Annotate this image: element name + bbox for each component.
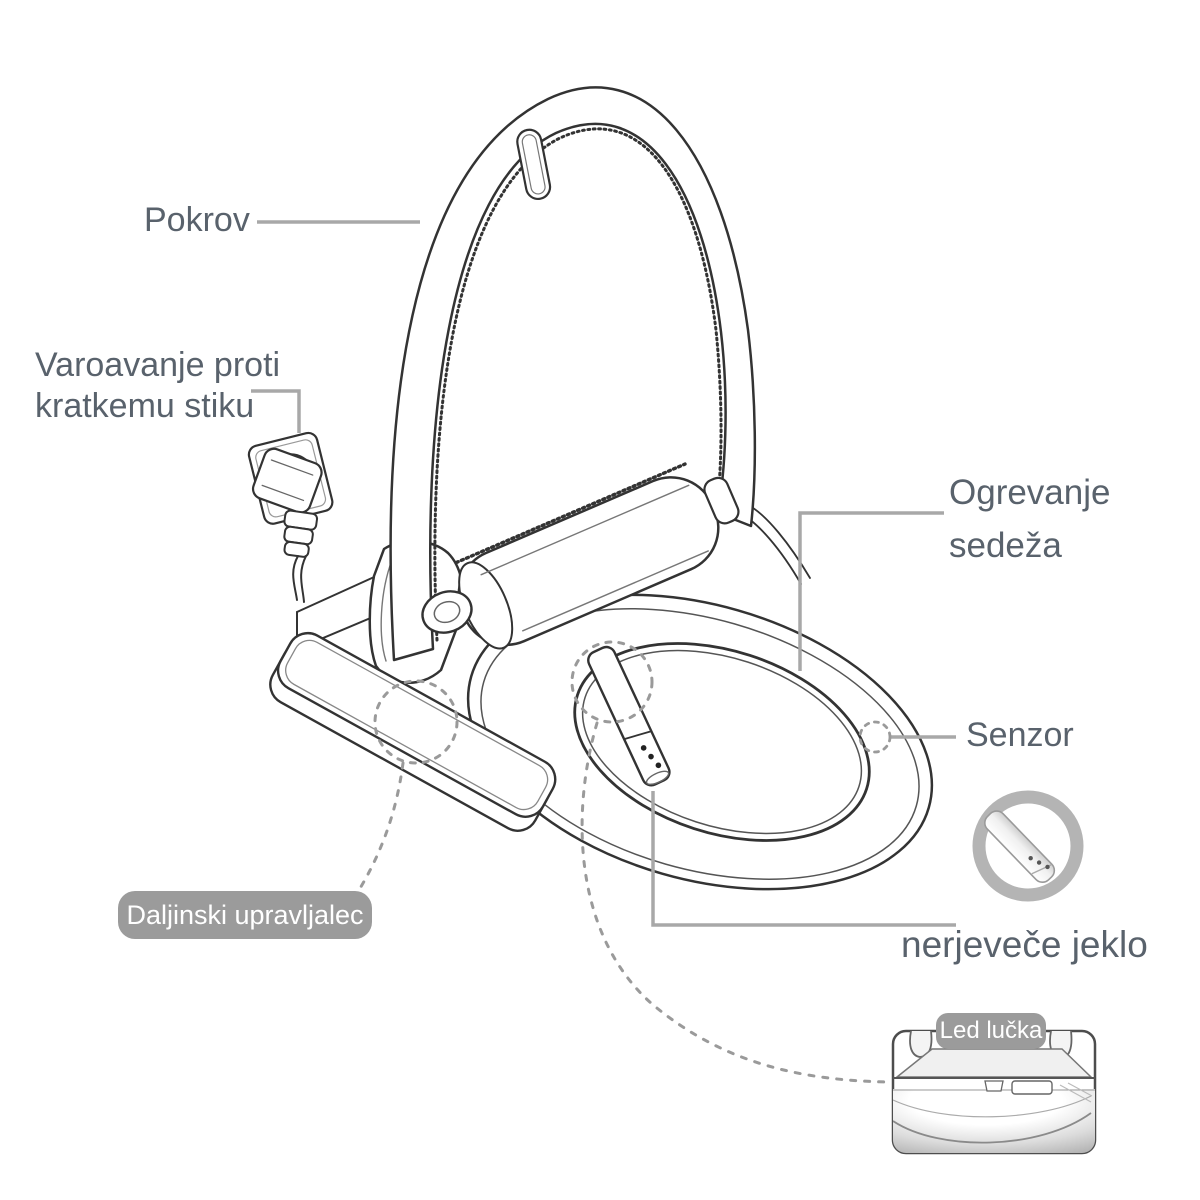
heating-leader-line xyxy=(798,511,944,671)
dashed-callouts xyxy=(357,640,892,1084)
steel-leader-line xyxy=(651,791,956,927)
sensor-dashed-circle xyxy=(858,720,892,754)
label-stainless-steel: nerjeveče jeklo xyxy=(901,924,1148,965)
remote-control-badge: Daljinski upravljalec xyxy=(118,891,372,939)
hinge-knuckle xyxy=(421,590,473,634)
remote-drawing xyxy=(269,631,557,832)
nozzle-dashed-circle xyxy=(570,640,654,724)
label-seat-heating-line2: sedeža xyxy=(949,526,1062,565)
nozzle-detail-ring-icon xyxy=(972,790,1084,902)
label-seat-heating-line1: Ogrevanje xyxy=(949,473,1111,512)
remote-dashed-circle xyxy=(373,679,459,765)
lid-damper xyxy=(516,128,552,201)
leader-lines xyxy=(251,220,956,927)
led-light-badge: Led lučka xyxy=(936,1013,1046,1049)
seat-ring xyxy=(466,593,934,891)
label-seat-heating: Ogrevanje sedeža xyxy=(949,466,1110,572)
label-lid: Pokrov xyxy=(144,201,250,239)
led-callout-dashed-line xyxy=(580,721,888,1084)
label-short-circuit-protection-line1: Varoavanje proti xyxy=(35,346,281,384)
label-short-circuit-protection-line2: kratkemu stiku xyxy=(35,387,255,425)
toilet-seat-illustration xyxy=(247,86,934,891)
remote-callout-dashed-line xyxy=(357,761,405,892)
power-plug-drawing xyxy=(247,431,334,603)
protection-leader-line xyxy=(251,389,301,433)
tank-cylinder xyxy=(454,462,740,650)
label-sensor: Senzor xyxy=(966,716,1074,754)
led-underside-inset xyxy=(891,1029,1097,1155)
label-short-circuit-protection: Varoavanje proti kratkemu stiku xyxy=(35,345,280,427)
